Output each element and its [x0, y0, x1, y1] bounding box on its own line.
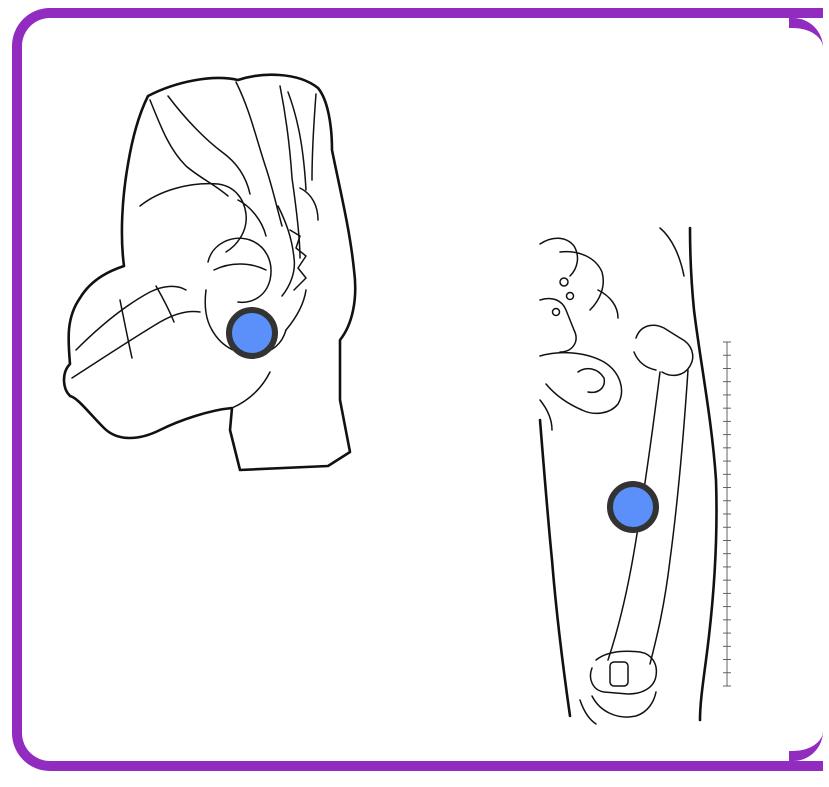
- femur-illustration: [540, 228, 731, 724]
- thigh-point-marker: [610, 484, 656, 530]
- pelvis-illustration: [64, 75, 355, 470]
- hip-point-marker: [229, 310, 275, 356]
